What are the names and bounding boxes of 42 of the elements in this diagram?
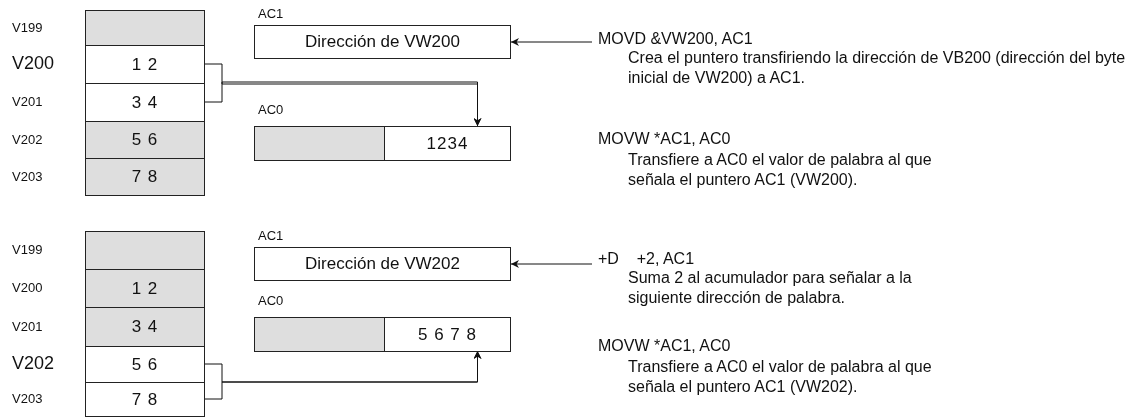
instruction-code: MOVW *AC1, AC0	[598, 130, 732, 148]
memory-cell: 1 2	[85, 269, 205, 308]
address-label: V202	[12, 353, 55, 374]
arrow	[510, 38, 593, 46]
address-label: V199	[12, 242, 43, 257]
register-value: 1234	[384, 126, 511, 161]
register-label: AC0	[258, 293, 284, 308]
instruction-code: +D +2, AC1	[598, 250, 696, 268]
arrow	[204, 350, 482, 400]
memory-cell: 3 4	[85, 307, 205, 347]
address-label: V201	[12, 318, 43, 334]
register-label: AC0	[258, 102, 284, 117]
register-high-part	[254, 317, 385, 352]
address-label: V202	[12, 131, 43, 147]
memory-cell	[85, 10, 205, 46]
address-label: V203	[12, 391, 43, 406]
memory-cell: 1 2	[85, 45, 205, 84]
memory-cell: 3 4	[85, 83, 205, 122]
address-label: V200	[12, 53, 55, 74]
instruction-description: Transfiere a AC0 el valor de palabra al que señala el puntero AC1 (VW202).	[627, 357, 933, 397]
memory-cell: 7 8	[85, 382, 205, 417]
arrow	[510, 260, 593, 268]
arrow	[204, 81, 482, 127]
instruction-code: MOVD &VW200, AC1	[598, 30, 754, 48]
address-label: V200	[12, 280, 43, 295]
memory-cell: 5 6	[85, 346, 205, 383]
register-box: Dirección de VW202	[254, 247, 511, 281]
address-label: V199	[12, 19, 43, 35]
register-box: Dirección de VW200	[254, 25, 511, 59]
address-label: V203	[12, 168, 43, 184]
memory-cell	[85, 231, 205, 270]
memory-cell: 7 8	[85, 158, 205, 196]
instruction-code: MOVW *AC1, AC0	[598, 337, 732, 355]
address-label: V201	[12, 94, 43, 109]
register-value: 5 6 7 8	[384, 317, 511, 352]
register-label: AC1	[258, 228, 284, 243]
instruction-description: Crea el puntero transfiriendo la dirección de VB200 (dirección del byte inicial de VW200) a AC1.	[627, 48, 1127, 88]
register-high-part	[254, 126, 385, 161]
register-label: AC1	[258, 6, 284, 21]
instruction-description: Suma 2 al acumulador para señalar a la siguiente dirección de palabra.	[627, 268, 912, 308]
memory-cell: 5 6	[85, 121, 205, 159]
instruction-description: Transfiere a AC0 el valor de palabra al que señala el puntero AC1 (VW200).	[627, 150, 933, 190]
